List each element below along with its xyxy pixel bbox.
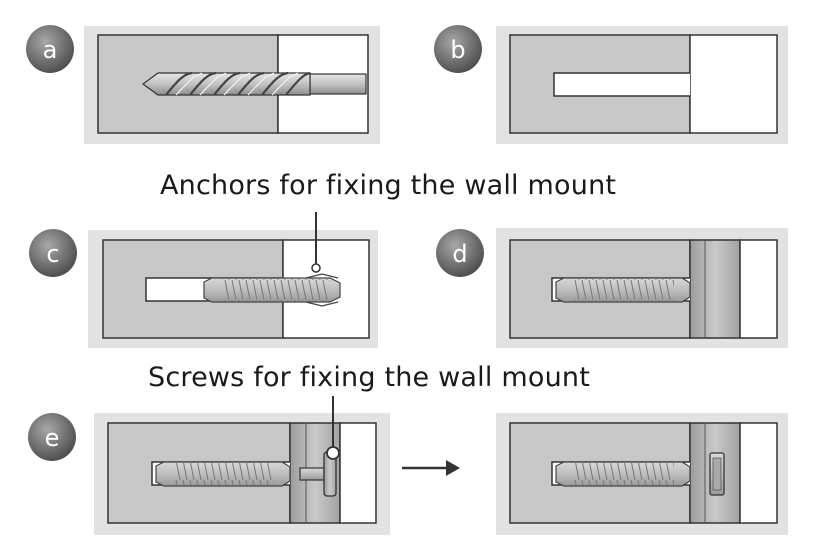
wall-face (689, 34, 778, 134)
svg-text:e: e (45, 424, 60, 452)
svg-text:a: a (43, 36, 58, 64)
wall-face (339, 422, 377, 524)
step-badge-a: a (26, 25, 74, 73)
screw-callout-dot (326, 446, 340, 460)
svg-text:b: b (450, 36, 465, 64)
wall-anchor-icon (555, 277, 691, 303)
svg-text:d: d (452, 240, 467, 268)
screw-icon (299, 451, 337, 497)
anchor-callout-dot (311, 263, 321, 273)
step-d-panel (496, 228, 788, 348)
svg-text:c: c (46, 240, 59, 268)
anchors-caption: Anchors for fixing the wall mount (160, 170, 617, 201)
drilled-hole (553, 72, 690, 97)
wall-anchor-icon (555, 461, 691, 487)
right-arrow-icon (402, 460, 460, 476)
step-e-panel-after (496, 413, 788, 535)
step-badge-b: b (434, 25, 482, 73)
mount-plate (689, 239, 741, 339)
step-e-panel-before (94, 396, 390, 535)
wall-face (739, 422, 778, 524)
screws-caption: Screws for fixing the wall mount (148, 362, 590, 393)
wall-face (739, 239, 778, 339)
drill-bit-icon (141, 71, 367, 96)
step-badge-c: c (29, 229, 77, 277)
wall-anchor-icon (155, 461, 291, 487)
step-c-panel (88, 212, 378, 348)
step-a-panel (84, 26, 380, 144)
step-badge-e: e (28, 413, 76, 461)
screw-icon (709, 452, 725, 496)
wall-anchor-icon (203, 273, 341, 307)
step-badge-d: d (436, 229, 484, 277)
step-b-panel (496, 26, 788, 144)
